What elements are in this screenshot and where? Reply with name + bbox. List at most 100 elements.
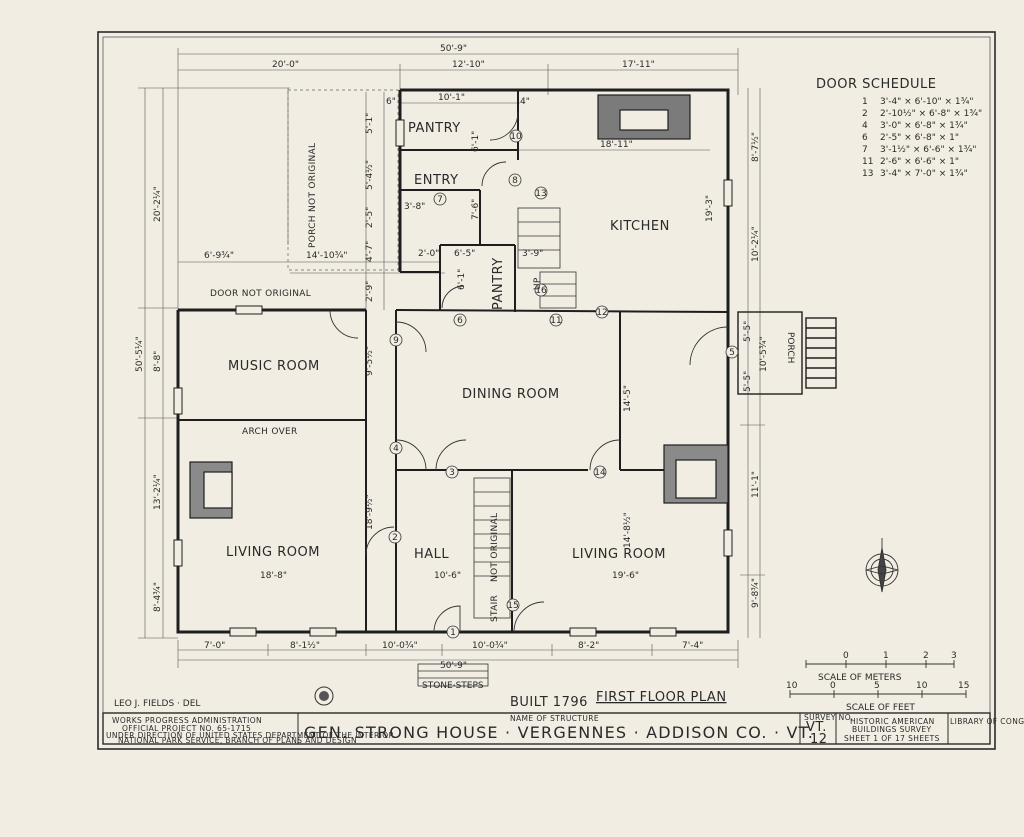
note-not-original: NOT ORIGINAL <box>490 513 500 582</box>
scale-labels: 0 1 2 3 SCALE OF METERS 10 0 5 10 15 SCA… <box>786 651 969 713</box>
meters-tick-3: 3 <box>951 651 957 661</box>
dim-col-18-9: 18'-9½" <box>365 494 375 530</box>
dim-living-14-8: 14'-8½" <box>623 512 633 548</box>
meters-tick-2: 2 <box>923 651 929 661</box>
dim-6-9: 6'-9¾" <box>204 251 234 261</box>
title-block <box>102 712 991 745</box>
dim-14-10: 14'-10¾" <box>306 251 348 261</box>
door-tag-10: 10 <box>510 132 522 142</box>
survey-label: SURVEY NO. <box>804 713 853 722</box>
door-tag-5: 5 <box>729 348 735 358</box>
dim-col-6-1: 6'-1" <box>471 131 481 152</box>
dim-living-left-w: 18'-8" <box>260 571 287 581</box>
door-swings <box>329 111 729 633</box>
room-labels: PANTRY ENTRY KITCHEN MUSIC ROOM DINING R… <box>226 121 669 562</box>
dim-porch-5-5b: 5'-5" <box>743 371 753 392</box>
built-year: BUILT 1796 <box>510 695 588 710</box>
dim-6: 6" <box>386 97 396 107</box>
outer-border <box>97 31 996 750</box>
dim-top-mid: 12'-10" <box>452 60 485 70</box>
dim-bottom-7-0: 7'-0" <box>204 641 225 651</box>
dim-pantry-width: 10'-1" <box>438 93 465 103</box>
dim-kitchen-19-3: 19'-3" <box>705 195 715 222</box>
survey-state: VT. <box>806 720 827 735</box>
name-of-structure-label: NAME OF STRUCTURE <box>510 714 599 723</box>
door-tag-11: 11 <box>550 316 561 326</box>
dim-right-8-7: 8'-7½" <box>751 132 761 162</box>
dim-overall-top: 50'-9" <box>440 44 467 54</box>
door-schedule-row-3: 4 <box>862 121 868 131</box>
door-tag-2: 2 <box>392 533 398 543</box>
library-note: LIBRARY OF CONGRESS <box>950 717 1024 726</box>
wpa-line-2: OFFICIAL PROJECT NO. 65-1715 <box>122 724 251 733</box>
door-tag-16: 16 <box>535 286 547 296</box>
feet-tick-d: 10 <box>916 681 928 691</box>
door-schedule-row-6: 11 <box>862 157 873 167</box>
dim-bottom-10-0a: 10'-0¾" <box>382 641 418 651</box>
east-porch <box>737 311 837 395</box>
meters-tick-1: 1 <box>883 651 889 661</box>
door-schedule: DOOR SCHEDULE 1 3'-4" × 6'-10" × 1¾" 2 2… <box>816 77 982 179</box>
door-schedule-row-4: 6 <box>862 133 868 143</box>
door-schedule-size-5: 3'-1½" × 6'-6" × 1¾" <box>880 145 976 155</box>
structure-name: GEN. STRONG HOUSE · VERGENNES · ADDISON … <box>304 723 814 742</box>
north-arrow-icon <box>865 538 899 593</box>
room-pantry-lower: PANTRY <box>491 257 506 310</box>
stairs <box>473 207 577 619</box>
dim-dining-14-5: 14'-5" <box>623 385 633 412</box>
dim-bottom-8-1: 8'-1½" <box>290 641 320 651</box>
note-stair: STAIR <box>490 595 500 622</box>
door-tag-3: 3 <box>449 468 455 478</box>
door-schedule-row-1: 1 <box>862 97 868 107</box>
dim-right-9-8: 9'-8¾" <box>751 578 761 608</box>
dim-col-5-1: 5'-1" <box>365 113 375 134</box>
door-schedule-size-3: 3'-0" × 6'-8" × 1¾" <box>880 121 968 131</box>
wpa-line-4: NATIONAL PARK SERVICE, BRANCH OF PLANS A… <box>118 736 357 745</box>
feet-label: SCALE OF FEET <box>846 703 915 713</box>
room-living-right: LIVING ROOM <box>572 547 666 562</box>
dim-kitchen-width: 18'-11" <box>600 140 633 150</box>
dim-bottom-10-0b: 10'-0¾" <box>472 641 508 651</box>
door-tag-13: 13 <box>535 189 546 199</box>
door-schedule-size-4: 2'-5" × 6'-8" × 1" <box>880 133 959 143</box>
dim-left-8-4: 8'-4¾" <box>153 582 163 612</box>
door-tag-12: 12 <box>596 308 607 318</box>
fireplaces <box>189 94 729 519</box>
feet-tick-b: 0 <box>830 681 836 691</box>
door-tag-14: 14 <box>594 468 606 478</box>
dim-left-upper: 20'-2¼" <box>153 186 163 222</box>
survey-number: 12 <box>810 732 828 747</box>
door-schedule-row-2: 2 <box>862 109 868 119</box>
dim-left-total: 50'-5¼" <box>135 336 145 372</box>
door-tags: 1 2 3 4 5 6 7 8 9 10 11 12 13 14 15 16 <box>392 132 735 638</box>
door-tag-15: 15 <box>507 601 518 611</box>
door-schedule-title: DOOR SCHEDULE <box>816 77 936 92</box>
feet-tick-c: 5 <box>874 681 880 691</box>
dim-col-9-5: 9'-5½" <box>365 346 375 376</box>
wpa-line-1: WORKS PROGRESS ADMINISTRATION <box>112 716 262 725</box>
vertical-dimension-labels: 20'-2¼" 50'-5¼" 8'-8" 13'-2¼" 8'-4¾" 5'-… <box>135 113 769 612</box>
dim-top-right: 17'-11" <box>622 60 655 70</box>
dim-overall-bottom: 50'-9" <box>440 661 467 671</box>
seal-icon <box>314 686 334 706</box>
door-schedule-size-1: 3'-4" × 6'-10" × 1¾" <box>880 97 973 107</box>
room-hall: HALL <box>414 547 449 562</box>
dim-porch-5-5a: 5'-5" <box>743 321 753 342</box>
dim-4a: 4" <box>520 97 530 107</box>
dim-2-0: 2'-0" <box>418 249 439 259</box>
plan-title: FIRST FLOOR PLAN <box>596 690 727 705</box>
door-schedule-size-2: 2'-10½" × 6'-8" × 1¾" <box>880 109 982 119</box>
sheet-line: SHEET 1 OF 17 SHEETS <box>844 734 940 743</box>
dim-6-5: 6'-5" <box>454 249 475 259</box>
dim-living-right-w: 19'-6" <box>612 571 639 581</box>
room-porch: PORCH <box>785 332 795 363</box>
dim-col-5-4: 5'-4½" <box>365 160 375 190</box>
stone-steps-label: STONE·STEPS <box>422 681 484 691</box>
room-entry: ENTRY <box>414 173 459 188</box>
dim-6-1a: 6'-1" <box>457 269 467 290</box>
note-door-not-original: DOOR NOT ORIGINAL <box>210 289 311 299</box>
dim-left-13-2: 13'-2¼" <box>153 474 163 510</box>
note-porch-not-original: PORCH NOT ORIGINAL <box>308 143 318 248</box>
dim-top-left: 20'-0" <box>272 60 299 70</box>
habs-line-1: HISTORIC AMERICAN <box>850 717 935 726</box>
